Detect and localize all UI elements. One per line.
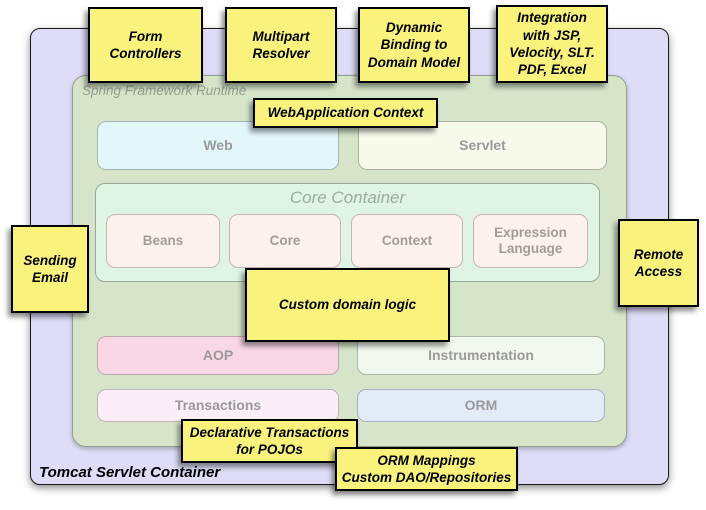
module-servlet: Servlet	[358, 121, 607, 170]
note-sending-email: Sending Email	[11, 225, 89, 313]
module-expression-language: Expression Language	[473, 214, 588, 268]
note-form-controllers: Form Controllers	[88, 7, 203, 83]
core-container-title: Core Container	[289, 188, 406, 207]
note-multipart-resolver: Multipart Resolver	[225, 7, 337, 83]
note-custom-domain-logic: Custom domain logic	[245, 268, 450, 342]
module-instrumentation: Instrumentation	[357, 336, 605, 375]
module-web: Web	[97, 121, 339, 170]
tomcat-servlet-container-label: Tomcat Servlet Container	[39, 464, 221, 481]
note-remote-access: Remote Access	[618, 219, 699, 307]
module-core: Core	[229, 214, 341, 268]
note-dynamic-binding: Dynamic Binding to Domain Model	[358, 7, 470, 83]
note-orm-mappings: ORM Mappings Custom DAO/Repositories	[335, 447, 518, 491]
module-transactions: Transactions	[97, 389, 339, 422]
module-context: Context	[351, 214, 463, 268]
module-beans: Beans	[106, 214, 220, 268]
spring-framework-runtime-label: Spring Framework Runtime	[82, 83, 247, 98]
note-declarative-transactions: Declarative Transactions for POJOs	[181, 419, 358, 463]
module-aop: AOP	[97, 336, 339, 375]
note-integration-jsp-velocity: Integration with JSP, Velocity, SLT. PDF…	[496, 5, 608, 83]
note-webapplication-context: WebApplication Context	[253, 98, 438, 128]
module-orm: ORM	[357, 389, 605, 422]
core-container-box: Core Container Beans Core Context Expres…	[95, 183, 600, 282]
